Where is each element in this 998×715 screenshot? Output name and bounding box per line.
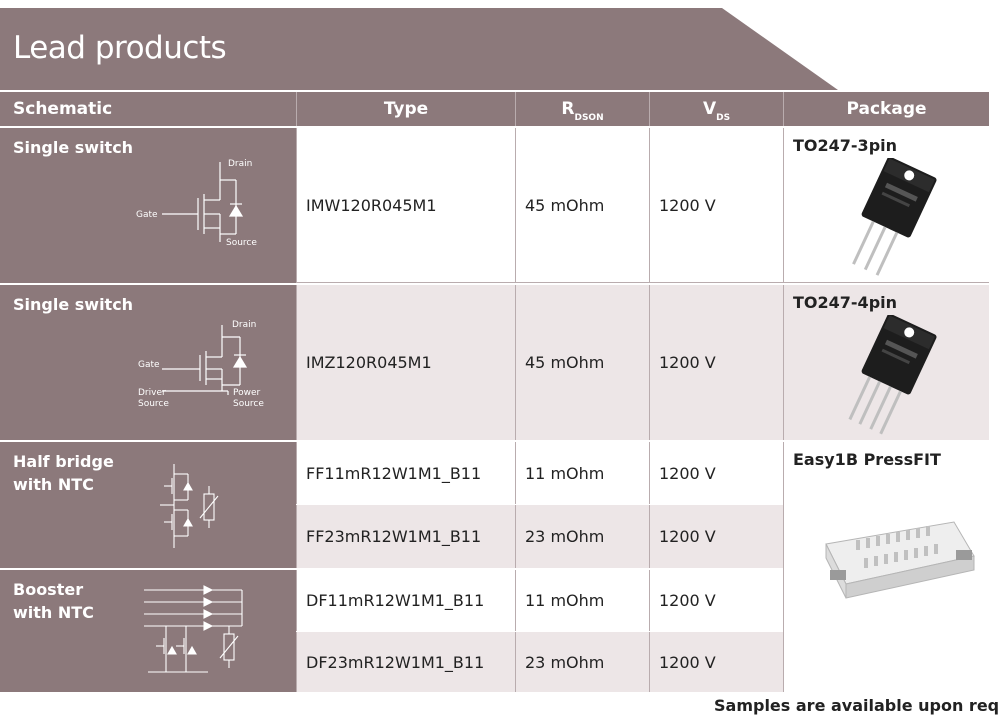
table-row: DF23mR12W1M1_B11	[296, 632, 515, 692]
table-row: IMW120R045M1	[296, 128, 515, 283]
vds-cell: 1200 V	[649, 570, 783, 631]
rdson-cell: 11 mOhm	[515, 442, 649, 504]
rdson-value: 45 mOhm	[525, 353, 605, 372]
header-schematic-label: Schematic	[13, 99, 113, 119]
gate-label: Gate	[136, 210, 158, 220]
driver-label: Driver	[138, 388, 166, 398]
rdson-cell: 11 mOhm	[515, 570, 649, 631]
drain-label: Drain	[228, 159, 252, 169]
single-switch-3pin-schematic: Drain Gate Source	[136, 159, 257, 248]
table-row: IMZ120R045M1	[296, 285, 515, 440]
type-value: DF23mR12W1M1_B11	[306, 652, 485, 672]
schematic-label: Single switch	[13, 295, 134, 314]
header-vds-label: VDS	[702, 99, 731, 123]
booster-schematic	[144, 585, 243, 673]
vds-cell: 1200 V	[649, 128, 783, 283]
schematic-cell: Booster with NTC	[0, 570, 296, 692]
header-rdson-label: RDSON	[561, 99, 604, 123]
single-switch-4pin-schematic: Drain Gate Driver Source Power Source	[138, 320, 264, 409]
package-cell: Easy1B PressFIT	[783, 442, 989, 692]
package-cell: TO247-3pin	[783, 128, 989, 283]
driver-source-label: Source	[138, 399, 169, 409]
type-value: IMW120R045M1	[306, 195, 437, 215]
vds-value: 1200 V	[659, 195, 716, 215]
package-label: TO247-4pin	[793, 293, 898, 312]
to247-3pin-image	[852, 158, 937, 276]
vds-value: 1200 V	[659, 353, 716, 372]
rdson-cell: 45 mOhm	[515, 128, 649, 283]
package-label: TO247-3pin	[793, 136, 898, 155]
vds-cell: 1200 V	[649, 442, 783, 504]
schematic-cell: Single switch Drain Gate Source	[0, 128, 296, 283]
header-rdson: RDSON	[515, 92, 649, 126]
rdson-value: 11 mOhm	[525, 591, 605, 610]
type-value: FF23mR12W1M1_B11	[306, 527, 482, 546]
vds-cell: 1200 V	[649, 505, 783, 568]
package-label: Easy1B PressFIT	[793, 450, 941, 469]
type-value: FF11mR12W1M1_B11	[306, 463, 482, 483]
vds-value: 1200 V	[659, 463, 716, 483]
rdson-value: 11 mOhm	[525, 463, 605, 483]
vds-cell: 1200 V	[649, 285, 783, 440]
title-banner: Lead products	[0, 8, 838, 90]
page-title: Lead products	[13, 30, 227, 66]
type-value: DF11mR12W1M1_B11	[306, 591, 485, 610]
header-schematic: Schematic	[0, 92, 296, 126]
drain-label: Drain	[232, 320, 256, 330]
power-label: Power	[233, 388, 261, 398]
rdson-cell: 23 mOhm	[515, 632, 649, 692]
source-label: Source	[226, 238, 257, 248]
header-type-label: Type	[383, 99, 429, 119]
header-vds: VDS	[649, 92, 783, 126]
header-package: Package	[783, 92, 989, 126]
schematic-label: Single switch	[13, 138, 134, 157]
vds-value: 1200 V	[659, 652, 716, 672]
header-package-label: Package	[846, 99, 927, 119]
table-row: FF23mR12W1M1_B11	[296, 505, 515, 568]
table-row: DF11mR12W1M1_B11	[296, 570, 515, 631]
vds-cell: 1200 V	[649, 632, 783, 692]
rdson-value: 45 mOhm	[525, 195, 605, 215]
easy1b-module-image	[825, 521, 975, 599]
to247-4pin-image	[848, 315, 937, 435]
schematic-label: Half bridge with NTC	[13, 452, 114, 494]
vds-value: 1200 V	[659, 591, 716, 610]
type-value: IMZ120R045M1	[306, 353, 432, 372]
package-cell: TO247-4pin	[783, 285, 989, 440]
schematic-cell: Half bridge with NTC	[0, 442, 296, 568]
header-type: Type	[296, 92, 515, 126]
footer-note: Samples are available upon request	[714, 696, 998, 715]
schematic-cell: Single switch Drain Gate Driver Source P…	[0, 285, 296, 440]
table-row: FF11mR12W1M1_B11	[296, 442, 515, 504]
vds-value: 1200 V	[659, 527, 716, 546]
rdson-cell: 45 mOhm	[515, 285, 649, 440]
half-bridge-schematic	[160, 464, 219, 548]
power-source-label: Source	[233, 399, 264, 409]
rdson-value: 23 mOhm	[525, 527, 605, 546]
schematic-label: Booster with NTC	[13, 580, 94, 622]
rdson-value: 23 mOhm	[525, 652, 605, 672]
gate-label: Gate	[138, 360, 160, 370]
rdson-cell: 23 mOhm	[515, 505, 649, 568]
